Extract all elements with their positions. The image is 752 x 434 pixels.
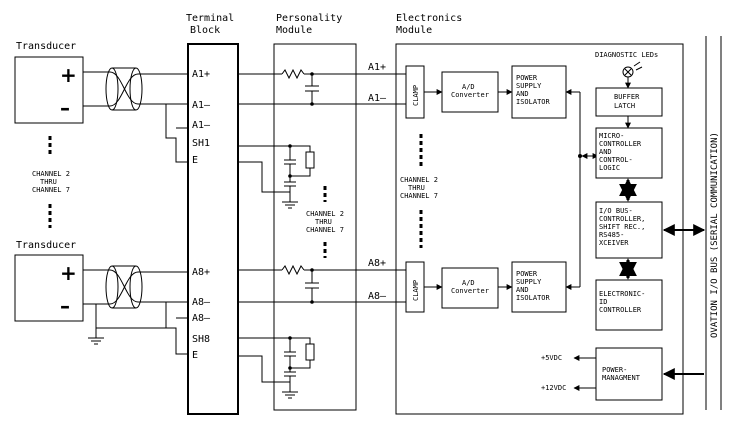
- ps-1-l1: POWER: [516, 74, 538, 82]
- electronics-module-title-2: Module: [396, 25, 432, 36]
- transducer-8-plus: +: [60, 261, 77, 285]
- buffer-latch-box: [595, 87, 663, 117]
- adc-1-label-2: Converter: [451, 91, 489, 99]
- io-l5: XCEIVER: [599, 239, 629, 247]
- channel-note-mid-1: CHANNEL 2: [306, 210, 344, 218]
- micro-l3: AND: [599, 148, 612, 156]
- terminal-a1-minus: A1–: [192, 100, 211, 111]
- personality-module-title-2: Module: [276, 25, 312, 36]
- transducer-1-minus: –: [60, 96, 70, 120]
- transducer-8-label: Transducer: [16, 240, 76, 251]
- io-l3: SHIFT REC.,: [599, 223, 645, 231]
- micro-l2: CONTROLLER: [599, 140, 642, 148]
- buffer-latch-l2: LATCH: [614, 102, 635, 110]
- channel-note-right-2: THRU: [408, 184, 425, 192]
- io-l1: I/O BUS-: [599, 207, 633, 215]
- io-l2: CONTROLLER,: [599, 215, 645, 223]
- adc-1-label-1: A/D: [462, 83, 475, 91]
- supply-12v-label: +12VDC: [541, 384, 566, 392]
- adc-1-box: [441, 71, 499, 113]
- ps-8-l4: ISOLATOR: [516, 294, 551, 302]
- supply-5v-label: +5VDC: [541, 354, 562, 362]
- terminal-e-8: E: [192, 350, 198, 361]
- elec-input-a8-minus: A8–: [368, 291, 387, 302]
- elec-input-a1-plus: A1+: [368, 62, 386, 73]
- terminal-block-box: [187, 43, 239, 415]
- channel-note-mid-3: CHANNEL 7: [306, 226, 344, 234]
- terminal-sh8: SH8: [192, 334, 210, 345]
- io-bus-controller-box: [595, 201, 663, 259]
- terminal-block-title-1: Terminal: [186, 13, 234, 24]
- ps-8-l3: AND: [516, 286, 529, 294]
- terminal-a8-minus-2: A8–: [192, 313, 211, 324]
- power-supply-8-box: [511, 261, 567, 313]
- buffer-latch-l1: BUFFER: [614, 93, 640, 101]
- terminal-a1-minus-2: A1–: [192, 120, 211, 131]
- electronic-id-box: [595, 279, 663, 331]
- ps-8-l1: POWER: [516, 270, 538, 278]
- terminal-sh1: SH1: [192, 138, 210, 149]
- pm-l1: POWER-: [602, 366, 627, 374]
- terminal-a8-plus: A8+: [192, 267, 210, 278]
- bus-label: OVATION I/O BUS (SERIAL COMMUNICATION): [710, 132, 720, 338]
- pm-l2: MANAGMENT: [602, 374, 641, 382]
- micro-controller-box: [595, 127, 663, 179]
- micro-l4: CONTROL-: [599, 156, 633, 164]
- adc-8-label-2: Converter: [451, 287, 489, 295]
- transducer-8-box: [14, 254, 84, 322]
- ps-1-l2: SUPPLY: [516, 82, 542, 90]
- personality-module-title-1: Personality: [276, 13, 342, 24]
- diagnostic-leds-label: DIAGNOSTIC LEDs: [595, 51, 658, 59]
- eid-l3: CONTROLLER: [599, 306, 642, 314]
- terminal-a1-plus: A1+: [192, 69, 210, 80]
- micro-l1: MICRO-: [599, 132, 624, 140]
- clamp-8-label: CLAMP: [412, 280, 420, 301]
- transducer-1-plus: +: [60, 63, 77, 87]
- electronics-module-title-1: Electronics: [396, 13, 462, 24]
- adc-8-box: [441, 267, 499, 309]
- channel-note-left-3: CHANNEL 7: [32, 186, 70, 194]
- elec-input-a1-minus: A1–: [368, 93, 387, 104]
- ps-1-l3: AND: [516, 90, 529, 98]
- eid-l1: ELECTRONIC-: [599, 290, 645, 298]
- terminal-block-title-2: Block: [190, 25, 220, 36]
- channel-note-right-3: CHANNEL 7: [400, 192, 438, 200]
- eid-l2: ID: [599, 298, 607, 306]
- personality-module-box: [273, 43, 357, 411]
- io-l4: RS485-: [599, 231, 624, 239]
- terminal-e-1: E: [192, 155, 198, 166]
- ps-8-l2: SUPPLY: [516, 278, 542, 286]
- micro-l5: LOGIC: [599, 164, 620, 172]
- clamp-1-label: CLAMP: [412, 85, 420, 106]
- transducer-8-minus: –: [60, 294, 70, 318]
- channel-note-mid-2: THRU: [315, 218, 332, 226]
- power-management-box: [595, 347, 663, 401]
- elec-input-a8-plus: A8+: [368, 258, 386, 269]
- channel-note-left-1: CHANNEL 2: [32, 170, 70, 178]
- channel-note-left-2: THRU: [40, 178, 57, 186]
- terminal-a8-minus: A8–: [192, 297, 211, 308]
- transducer-1-label: Transducer: [16, 41, 76, 52]
- adc-8-label-1: A/D: [462, 279, 475, 287]
- ps-1-l4: ISOLATOR: [516, 98, 551, 106]
- transducer-1-box: [14, 56, 84, 124]
- channel-note-right-1: CHANNEL 2: [400, 176, 438, 184]
